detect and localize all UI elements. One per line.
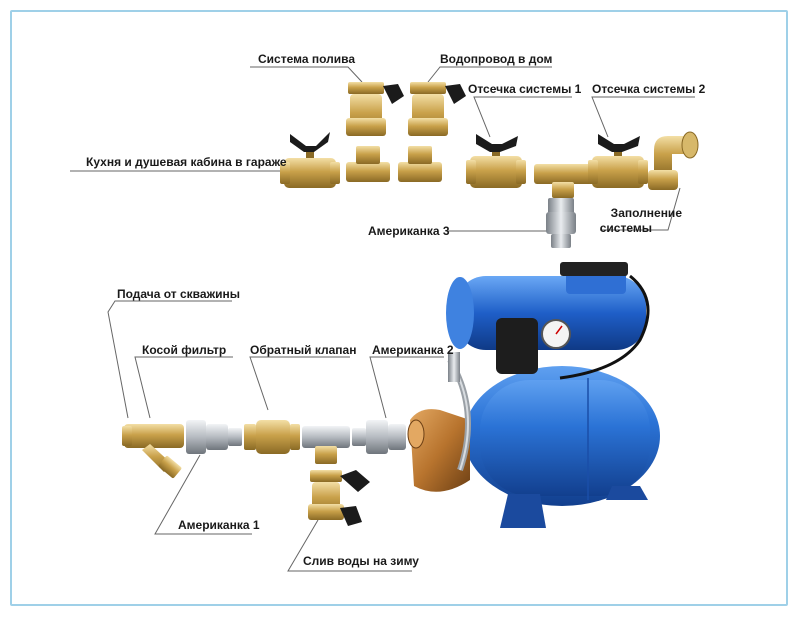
tee-fitting-icon bbox=[346, 146, 390, 182]
leader-well-supply bbox=[107, 300, 232, 419]
cutoff-1-ball-valve-icon bbox=[466, 134, 526, 188]
leader-filter bbox=[134, 356, 233, 419]
label-system-cutoff-1: Отсечка системы 1 bbox=[468, 82, 582, 96]
label-kitchen-garage-shower: Кухня и душевая кабина в гараже bbox=[86, 155, 287, 169]
leader-american-2 bbox=[369, 356, 444, 419]
leader-irrigation bbox=[250, 66, 363, 83]
diagram-frame bbox=[10, 10, 788, 606]
label-angled-filter: Косой фильтр bbox=[142, 343, 227, 357]
leader-fill bbox=[600, 187, 681, 231]
winter-drain-ball-valve-icon bbox=[308, 470, 370, 526]
kitchen-ball-valve-icon bbox=[280, 132, 340, 188]
cutoff-2-ball-valve-icon bbox=[588, 134, 648, 188]
label-winter-drain: Слив воды на зиму bbox=[303, 554, 419, 568]
leader-cutoff-2 bbox=[591, 96, 695, 138]
pump-station-icon bbox=[407, 262, 660, 528]
label-check-valve: Обратный клапан bbox=[250, 343, 357, 357]
label-well-supply: Подача от скважины bbox=[117, 287, 240, 301]
leader-lines bbox=[70, 66, 695, 572]
label-irrigation-system: Система полива bbox=[258, 52, 356, 66]
american-1-union-icon bbox=[186, 420, 242, 454]
angled-filter-icon bbox=[122, 424, 184, 478]
house-supply-ball-valve-icon bbox=[408, 82, 466, 136]
leader-drain bbox=[287, 519, 412, 572]
label-system-fill-line-2: системы bbox=[599, 221, 652, 235]
american-2-union-icon bbox=[352, 420, 406, 454]
elbow-fitting-icon bbox=[648, 131, 699, 190]
leader-house-supply bbox=[427, 66, 552, 83]
leader-cutoff-1 bbox=[473, 96, 572, 138]
label-system-cutoff-2: Отсечка системы 2 bbox=[592, 82, 706, 96]
label-american-2: Американка 2 bbox=[372, 343, 454, 357]
american-3-union-icon bbox=[546, 198, 576, 248]
check-valve-icon bbox=[244, 420, 300, 454]
label-house-water-supply: Водопровод в дом bbox=[440, 52, 553, 66]
leader-check-valve bbox=[249, 356, 350, 411]
label-american-1: Американка 1 bbox=[178, 518, 260, 532]
tee-fitting-icon bbox=[534, 164, 592, 198]
tee-fitting-icon bbox=[302, 426, 350, 464]
leader-american-1 bbox=[154, 454, 252, 535]
irrigation-ball-valve-icon bbox=[346, 82, 404, 136]
tee-fitting-icon bbox=[398, 146, 442, 182]
label-american-3: Американка 3 bbox=[368, 224, 450, 238]
label-system-fill-line-1: Заполнение bbox=[610, 206, 682, 220]
